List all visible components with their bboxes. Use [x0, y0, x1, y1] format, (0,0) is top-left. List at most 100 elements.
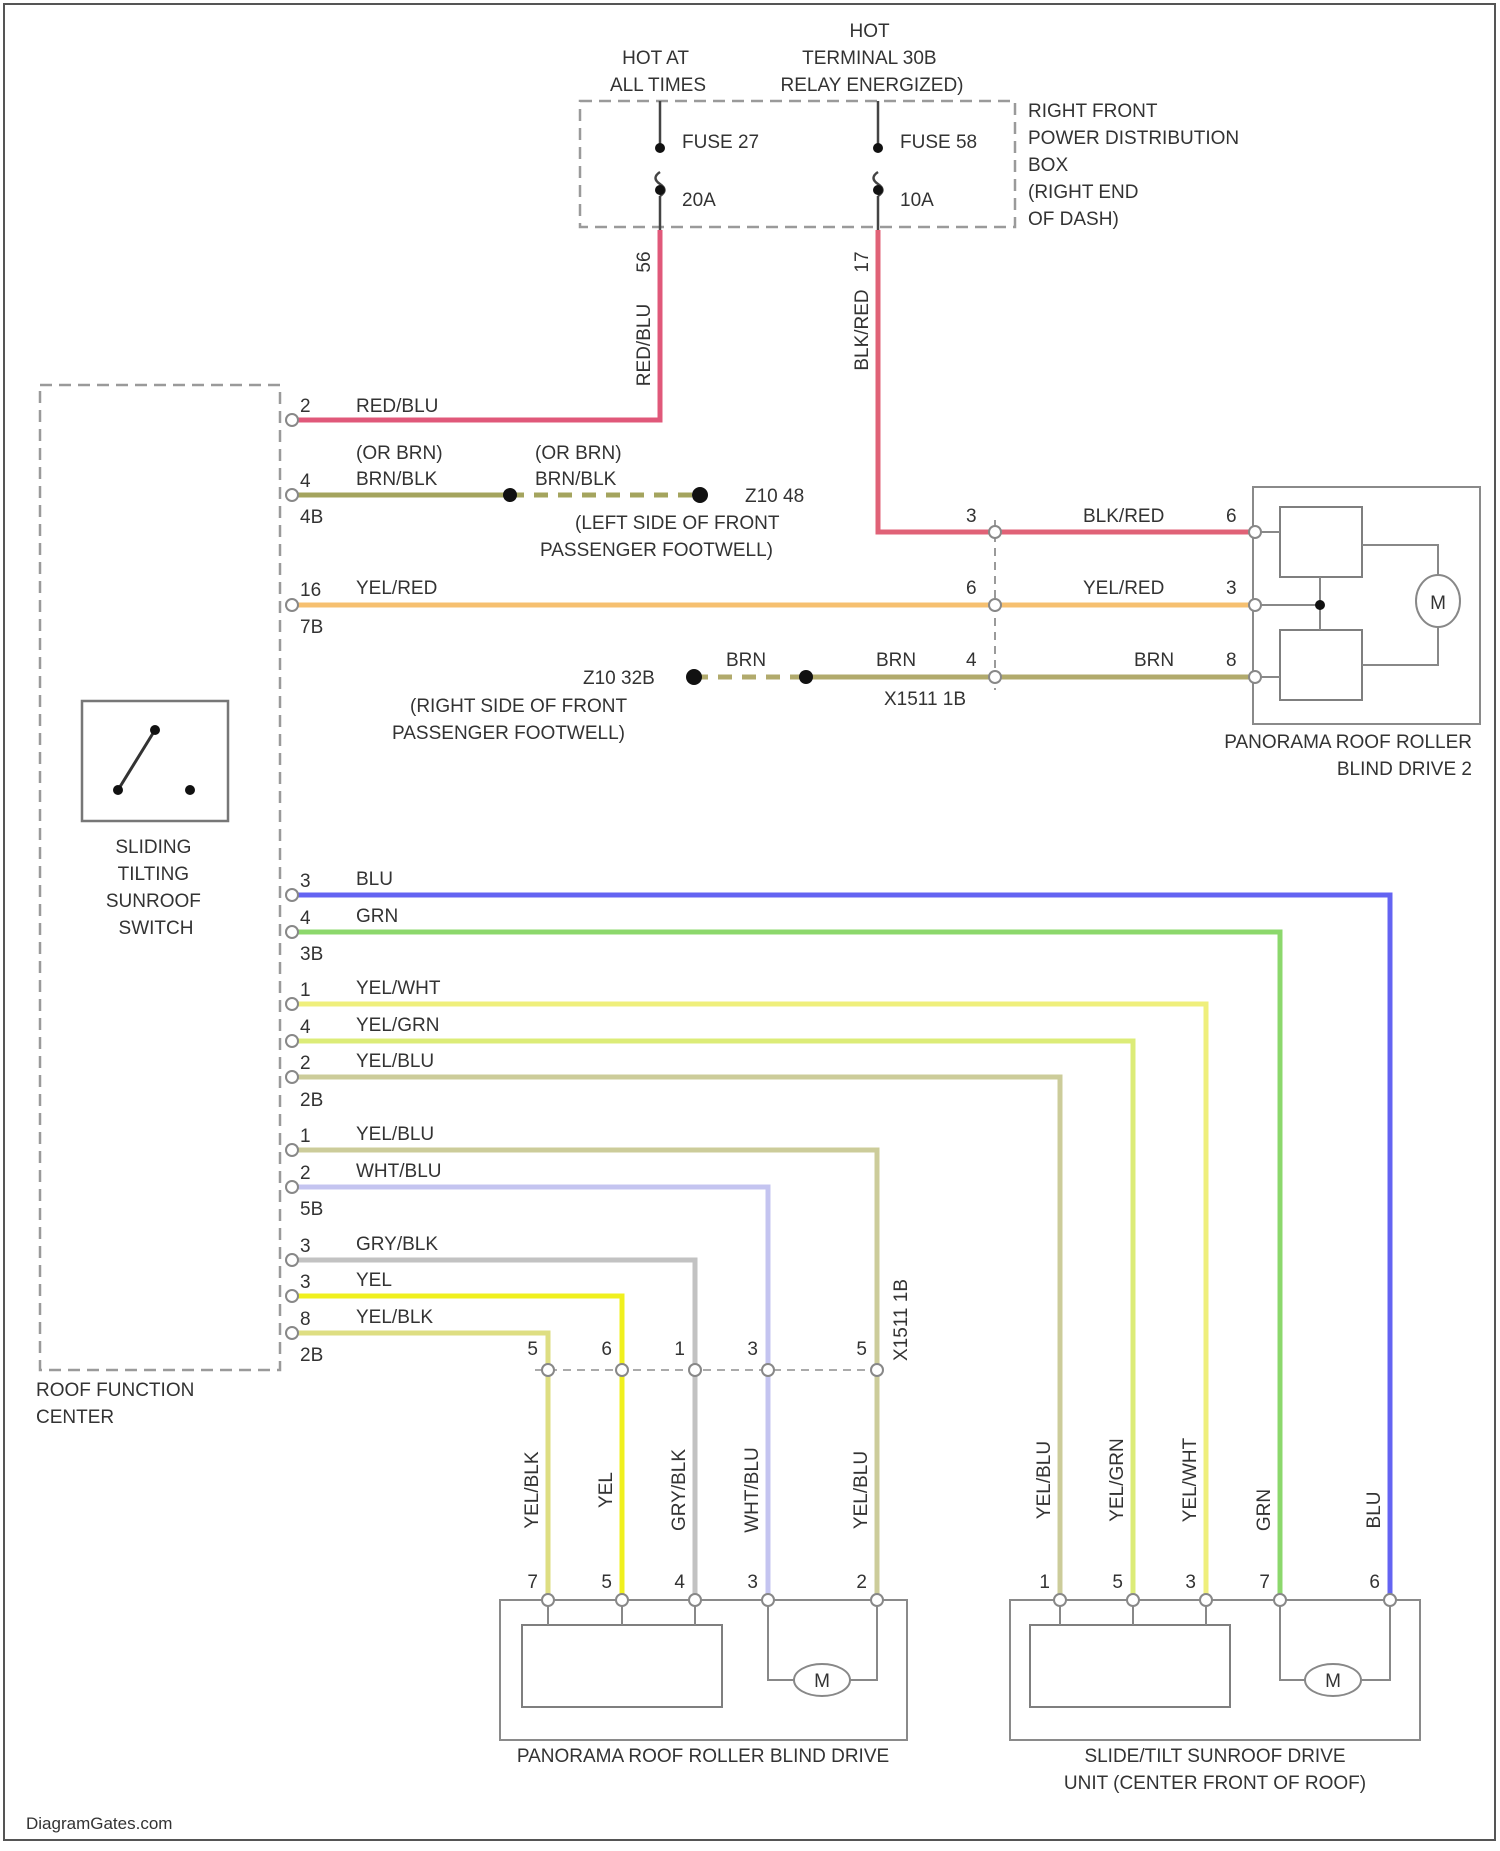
vlabel-gry-blk: GRY/BLK: [669, 1449, 690, 1531]
label-yel-grn: YEL/GRN: [356, 1015, 439, 1036]
power-distribution-box: HOT AT ALL TIMES HOT TERMINAL 30B RELAY …: [580, 21, 1244, 273]
drive-pin-gry-blk: 4: [674, 1572, 685, 1593]
connector-x1511-lower: X1511 1B: [891, 1279, 912, 1361]
blind-drive: M 7 5 4 3 2 PANORAMA ROOF ROLLER BLIND D…: [500, 1572, 907, 1767]
label-yel-blu-b: YEL/BLU: [356, 1124, 434, 1145]
wire-yel-blk: [292, 1333, 548, 1600]
blind-drive-label: PANORAMA ROOF ROLLER BLIND DRIVE: [517, 1746, 889, 1767]
pin-d-yel-red: 3: [1226, 578, 1237, 599]
label-blu: BLU: [356, 869, 393, 890]
sunroof-drive-unit: M 1 5 3 7 6 SLIDE/TILT SUNROOF DRIVE UNI…: [1010, 1572, 1420, 1794]
drive-pin-yel: 5: [601, 1572, 612, 1593]
vlabel-wht-blu: WHT/BLU: [742, 1447, 763, 1533]
rfc-connector-pins: [286, 414, 298, 1339]
pin-yel-blu-a: 2: [300, 1053, 311, 1074]
sunroof-unit-module: [1030, 1625, 1230, 1707]
wire-blu: [292, 895, 1390, 1600]
sunroof-switch-label: SLIDING TILTING SUNROOF SWITCH: [106, 837, 206, 939]
ground-2-location-2: PASSENGER FOOTWELL): [392, 723, 625, 744]
blind-drive-2-label-2: BLIND DRIVE 2: [1337, 759, 1472, 780]
ground-z10-32b: [686, 669, 702, 685]
pin-yel-grn: 4: [300, 1017, 311, 1038]
blind-drive-2-module-bottom: [1280, 630, 1362, 700]
fuse-27-pin: 56: [634, 251, 655, 272]
pin-yel-red: 16: [300, 580, 321, 601]
label-blk-red: BLK/RED: [1083, 506, 1164, 527]
pin-yel-wht: 1: [300, 980, 311, 1001]
pin-brn-blk: 4: [300, 471, 311, 492]
label-gry-blk: GRY/BLK: [356, 1234, 438, 1255]
label-brn-2: BRN: [876, 650, 916, 671]
ground-2-location-1: (RIGHT SIDE OF FRONT: [410, 696, 627, 717]
pin-d-blk-red: 6: [1226, 506, 1237, 527]
pin-yel: 3: [300, 1272, 311, 1293]
label-yel: YEL: [356, 1270, 392, 1291]
watermark: DiagramGates.com: [26, 1814, 172, 1833]
pin-grn: 4: [300, 908, 311, 929]
conn-2b-a: 2B: [300, 1090, 323, 1111]
split-pin-gry-blk: 1: [674, 1339, 685, 1360]
drive-pin-wht-blu: 3: [747, 1572, 758, 1593]
wires: [292, 230, 1390, 1600]
unit-pin-yel-blu: 1: [1039, 1572, 1050, 1593]
fuse-58-pin: 17: [852, 251, 873, 272]
conn-5b: 5B: [300, 1199, 323, 1220]
pin-yel-blu-b: 1: [300, 1126, 311, 1147]
ground-1-id: Z10 48: [745, 486, 804, 507]
unit-pin-blu: 6: [1369, 1572, 1380, 1593]
label-yel-blk: YEL/BLK: [356, 1307, 433, 1328]
pin-x-yel-red: 6: [966, 578, 977, 599]
label-brn-3: BRN: [1134, 650, 1174, 671]
split-pin-yel-blu: 5: [856, 1339, 867, 1360]
page-frame: [4, 4, 1495, 1840]
wire-gry-blk: [292, 1260, 695, 1600]
drive-pin-yel-blu: 2: [856, 1572, 867, 1593]
ground-z10-48: [692, 487, 708, 503]
vlabel-red-blu: RED/BLU: [634, 304, 655, 386]
conn-4b: 4B: [300, 507, 323, 528]
roof-function-center: ROOF FUNCTION CENTER SLIDING TILTING SUN…: [36, 385, 280, 1428]
vlabel-yel-blk: YEL/BLK: [522, 1451, 543, 1528]
pin-blu: 3: [300, 871, 311, 892]
unit-pin-yel-wht: 3: [1185, 1572, 1196, 1593]
blind-drive-2-module-top: [1280, 507, 1362, 577]
sunroof-unit-motor-label: M: [1325, 1671, 1341, 1692]
roof-function-center-label: ROOF FUNCTION CENTER: [36, 1380, 200, 1428]
fuse-27-name: FUSE 27: [682, 132, 759, 153]
pin-wht-blu: 2: [300, 1163, 311, 1184]
vlabel-unit-blu: BLU: [1364, 1492, 1385, 1529]
split-pin-yel-blk: 5: [527, 1339, 538, 1360]
sunroof-unit-label-1: SLIDE/TILT SUNROOF DRIVE: [1084, 1746, 1345, 1767]
vlabel-unit-yel-grn: YEL/GRN: [1107, 1438, 1128, 1521]
vertical-wire-labels: YEL/BLK YEL GRY/BLK WHT/BLU YEL/BLU YEL/…: [522, 1437, 1385, 1532]
fuse-27-rating: 20A: [682, 190, 716, 211]
pin-gry-blk: 3: [300, 1236, 311, 1257]
sunroof-switch-box: [82, 701, 228, 821]
connector-x1511-upper: X1511 1B: [884, 689, 966, 710]
fuse-box-label: RIGHT FRONT POWER DISTRIBUTION BOX (RIGH…: [1028, 101, 1244, 230]
blind-drive-2-motor-label: M: [1430, 593, 1446, 614]
label-brn-blk-2: BRN/BLK: [535, 469, 617, 490]
label-red-blu: RED/BLU: [356, 396, 438, 417]
blind-drive-2: M PANORAMA ROOF ROLLER BLIND DRIVE 2: [1224, 487, 1480, 780]
splice-brn-blk: [503, 488, 517, 502]
fuse-58: FUSE 58 10A 17: [852, 101, 977, 273]
label-yel-wht: YEL/WHT: [356, 978, 441, 999]
label-grn: GRN: [356, 906, 398, 927]
blind-drive-2-label-1: PANORAMA ROOF ROLLER: [1224, 732, 1472, 753]
ground-1-location-2: PASSENGER FOOTWELL): [540, 540, 773, 561]
label-wht-blu: WHT/BLU: [356, 1161, 442, 1182]
pin-x-brn: 4: [966, 650, 977, 671]
hot-relay-label: HOT TERMINAL 30B RELAY ENERGIZED): [780, 21, 963, 96]
wire-yel-blu-b: [292, 1150, 877, 1600]
pin-red-blu: 2: [300, 396, 311, 417]
label-yel-blu-a: YEL/BLU: [356, 1051, 434, 1072]
label-brn-1: BRN: [726, 650, 766, 671]
conn-2b-b: 2B: [300, 1345, 323, 1366]
label-brn-blk-2-alt: (OR BRN): [535, 443, 622, 464]
wire-blk-red: [878, 230, 1255, 532]
wire-red-blu: [292, 230, 660, 420]
pin-yel-blk: 8: [300, 1309, 311, 1330]
